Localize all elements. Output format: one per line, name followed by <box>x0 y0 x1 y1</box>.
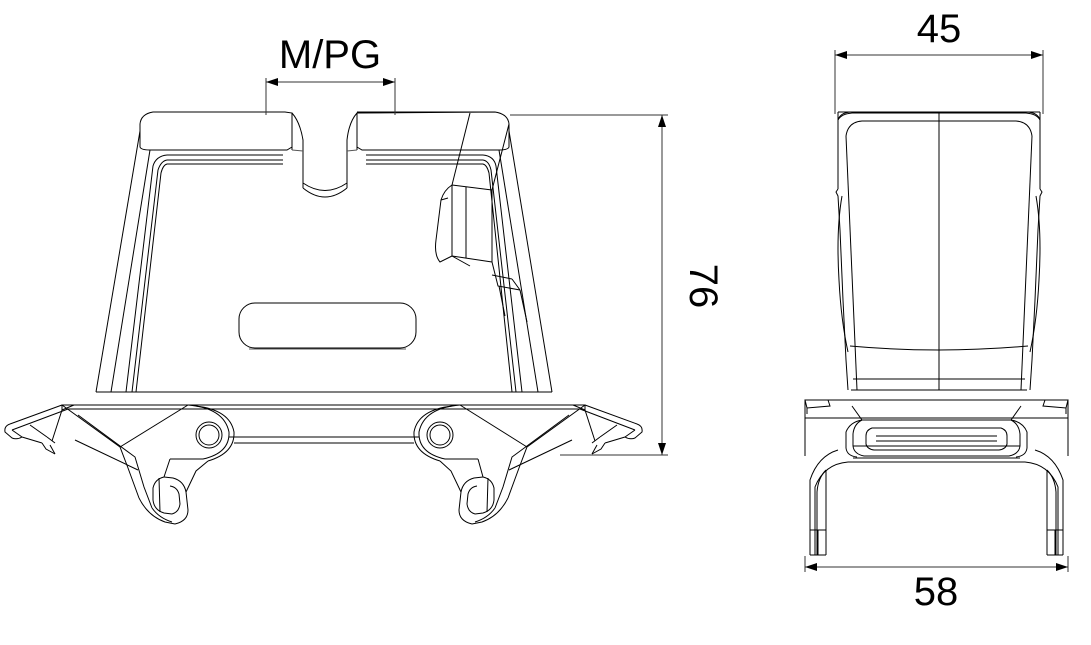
side-base-flange <box>805 400 1068 462</box>
dimension-label-base-width: 58 <box>914 570 959 614</box>
side-body-shell <box>836 113 1042 390</box>
dimension-width-45: 45 <box>834 7 1044 114</box>
right-wing-bracket <box>440 405 642 524</box>
dimension-height-76: 76 <box>510 114 725 456</box>
cable-gland-boss <box>292 113 357 197</box>
dimension-label-top-width: 45 <box>917 7 962 51</box>
label-plate <box>239 303 416 350</box>
side-locking-lug <box>436 113 528 322</box>
hood-inner-wall <box>126 155 522 392</box>
front-view <box>5 112 642 524</box>
dimension-label-height: 76 <box>681 264 725 309</box>
mounting-flange <box>62 405 585 461</box>
dimension-m-pg: M/PG <box>265 33 396 115</box>
side-bail-legs <box>810 450 1063 555</box>
hood-outer-shell <box>96 112 552 392</box>
left-wing-bracket <box>5 405 208 524</box>
dimension-width-58: 58 <box>804 556 1069 614</box>
side-view <box>805 112 1068 555</box>
dimension-label-m-pg: M/PG <box>279 33 381 77</box>
